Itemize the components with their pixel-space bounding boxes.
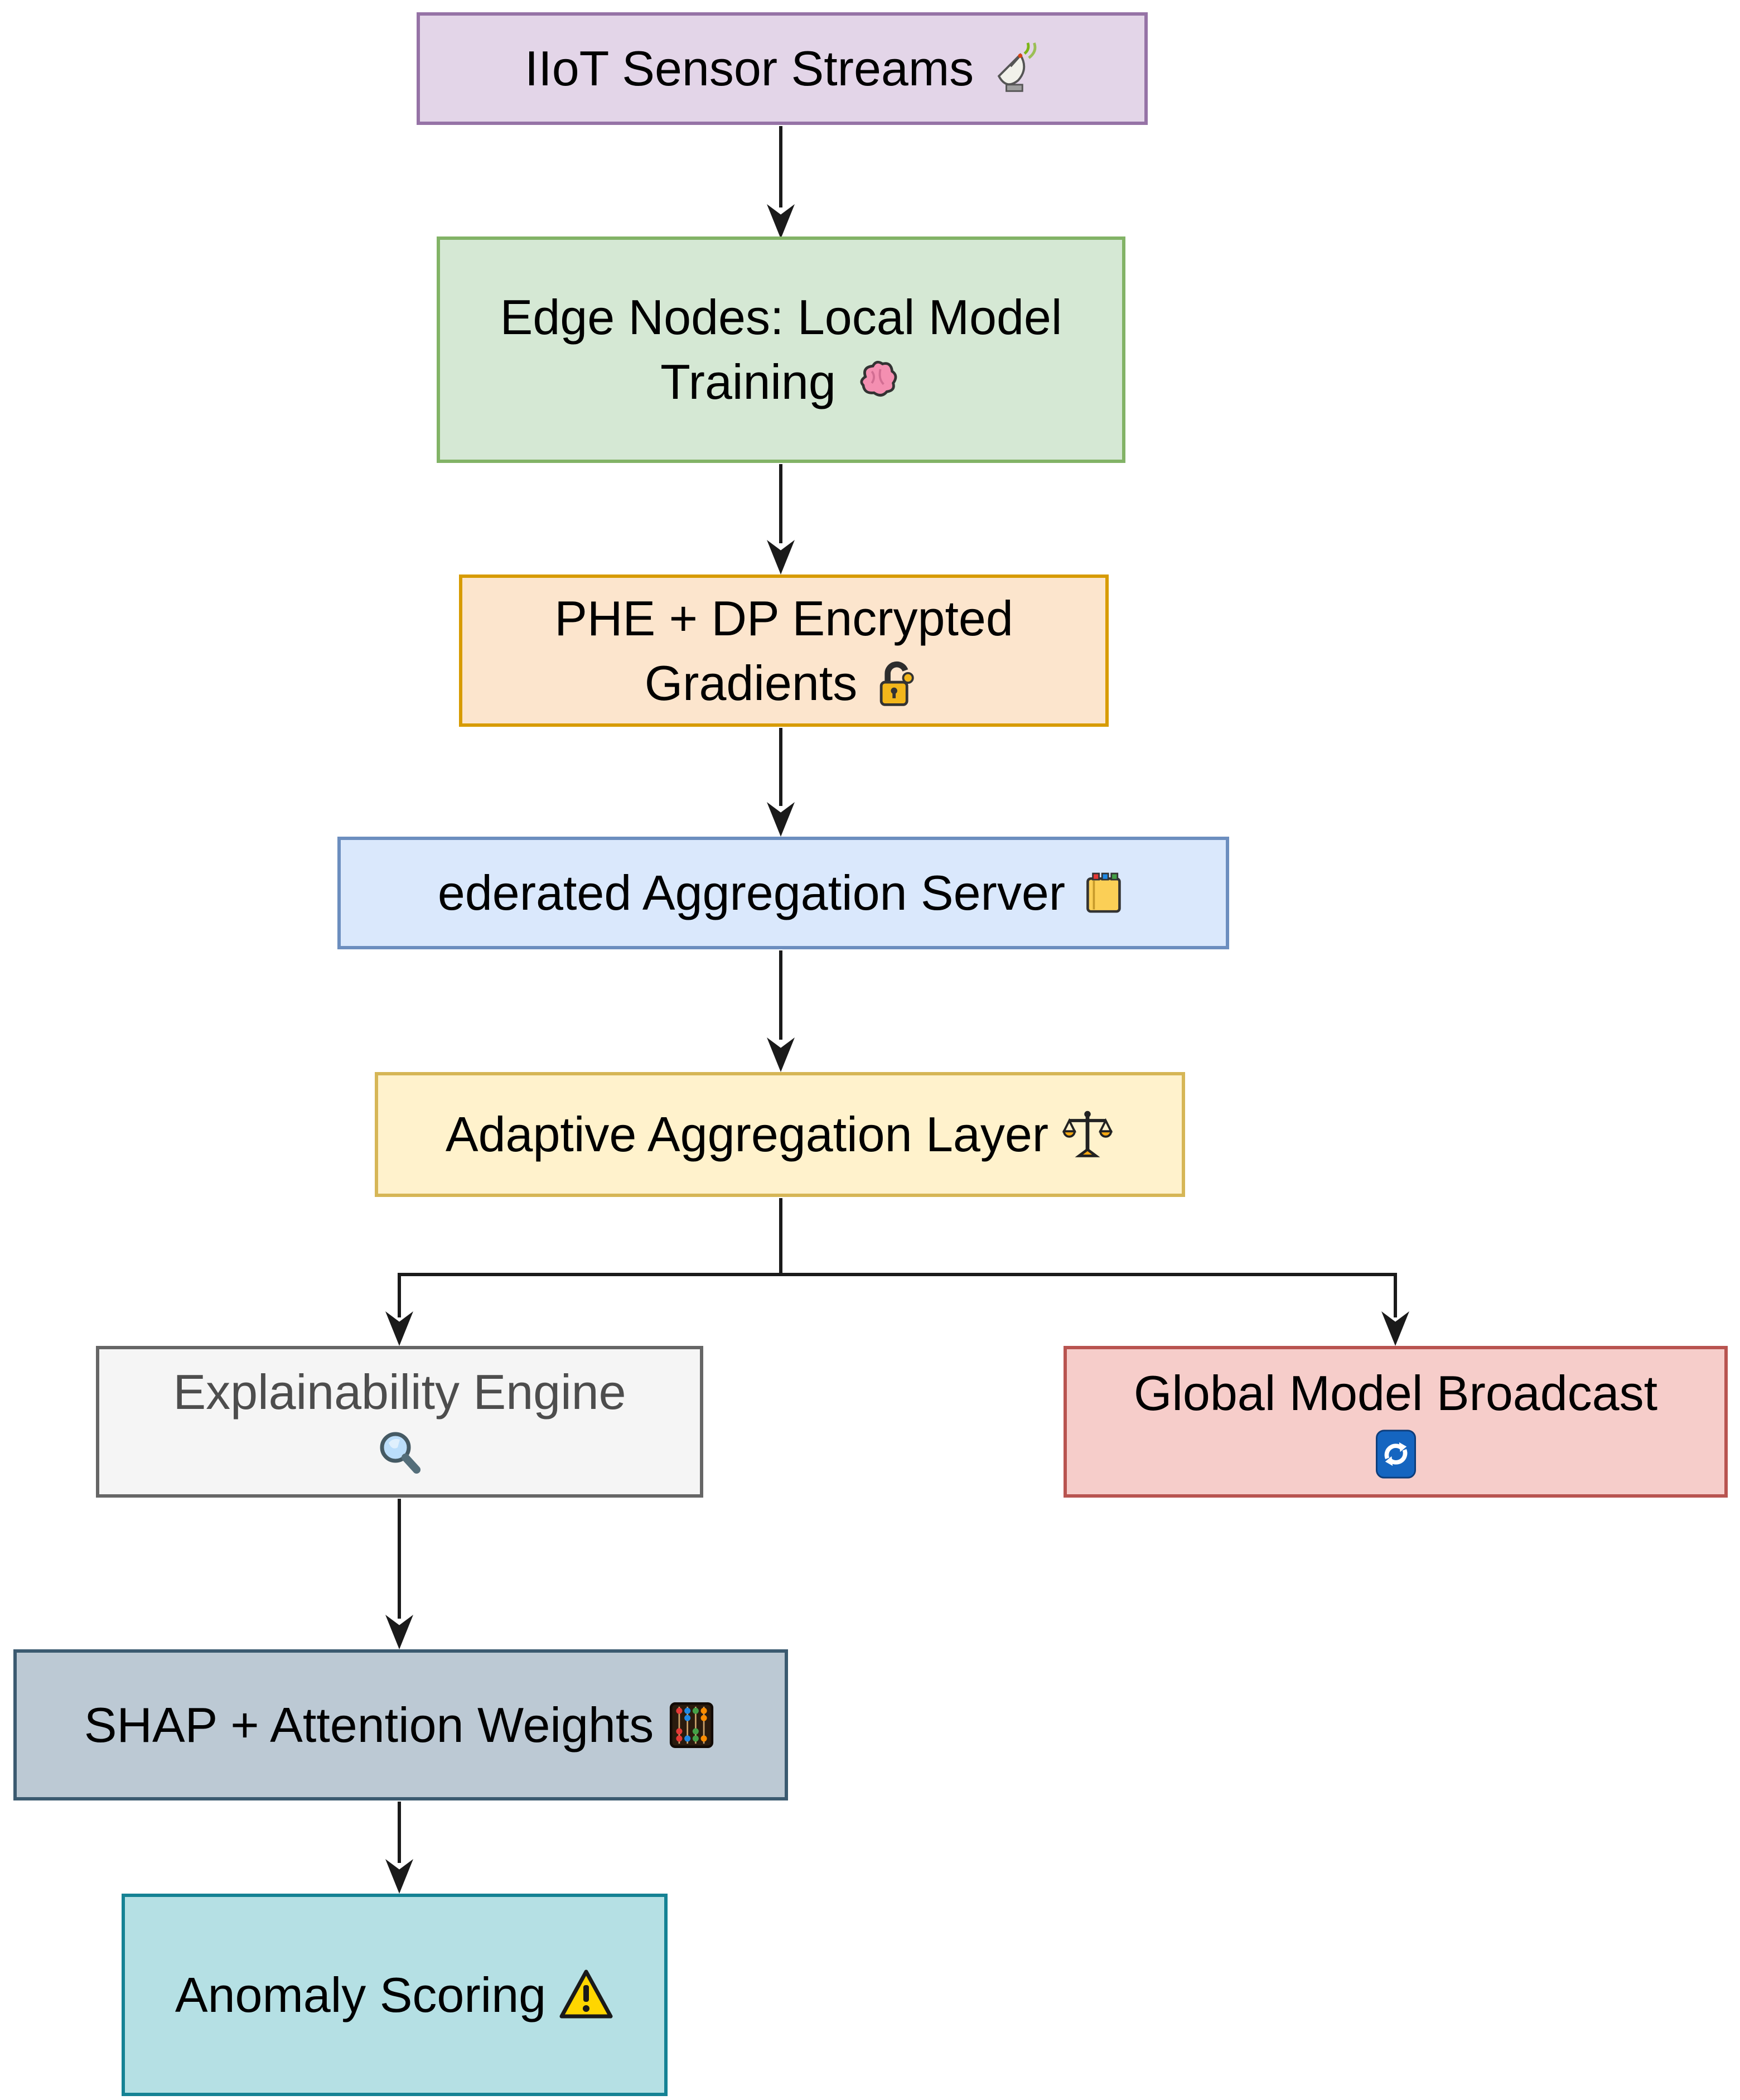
- node-label-line2: Training: [660, 354, 836, 409]
- node-federated-aggregation-server: ederated Aggregation Server: [337, 837, 1229, 949]
- arrowhead-icon: [767, 802, 795, 837]
- branch-stem-line: [779, 1198, 782, 1276]
- node-anomaly-scoring: Anomaly Scoring: [122, 1894, 668, 2096]
- arrowhead-icon: [385, 1615, 413, 1649]
- node-label-line2: Gradients: [644, 655, 858, 711]
- branch-horizontal-line: [398, 1273, 1397, 1276]
- node-phe-dp-encrypted-gradients: PHE + DP Encrypted Gradients: [459, 575, 1109, 727]
- node-global-model-broadcast: Global Model Broadcast: [1064, 1346, 1728, 1498]
- edge-line-explainability-to-shap: [398, 1499, 401, 1619]
- arrowhead-icon: [385, 1859, 413, 1894]
- edge-line-iiot-to-edge: [779, 126, 782, 207]
- arrowhead-icon: [767, 540, 795, 575]
- node-label-line1: Edge Nodes: Local Model: [500, 289, 1062, 345]
- refresh-arrows-icon: [1375, 1430, 1416, 1479]
- open-padlock-icon: [879, 661, 914, 706]
- ledger-icon: [1086, 872, 1121, 913]
- node-label: Adaptive Aggregation Layer: [445, 1107, 1049, 1162]
- node-iiot-sensor-streams: IIoT Sensor Streams: [417, 12, 1148, 125]
- node-shap-attention-weights: SHAP + Attention Weights: [13, 1649, 788, 1800]
- brain-icon: [860, 360, 897, 397]
- node-edge-nodes-local-model-training: Edge Nodes: Local Model Training: [437, 236, 1125, 463]
- node-label: Explainability Engine: [173, 1364, 626, 1420]
- edge-line-federated-to-adaptive: [779, 950, 782, 1040]
- warning-triangle-icon: [559, 1969, 613, 2018]
- node-label: Anomaly Scoring: [175, 1967, 547, 2022]
- node-label: Global Model Broadcast: [1133, 1365, 1658, 1421]
- edge-line-edge-to-phe: [779, 464, 782, 543]
- node-label: SHAP + Attention Weights: [84, 1697, 654, 1753]
- arrowhead-icon: [767, 1037, 795, 1072]
- abacus-icon: [670, 1702, 714, 1748]
- edge-line-adaptive-to-explainability: [398, 1273, 401, 1317]
- node-label-line1: PHE + DP Encrypted: [554, 590, 1013, 646]
- arrowhead-icon: [767, 204, 795, 239]
- edge-line-shap-to-anomaly: [398, 1802, 401, 1863]
- node-label: IIoT Sensor Streams: [524, 41, 974, 96]
- node-explainability-engine: Explainability Engine: [96, 1346, 703, 1498]
- satellite-antenna-icon: [997, 42, 1037, 92]
- node-adaptive-aggregation-layer: Adaptive Aggregation Layer: [375, 1072, 1185, 1197]
- edge-line-phe-to-federated: [779, 728, 782, 806]
- magnifying-glass-icon: [380, 1432, 420, 1474]
- edge-line-adaptive-to-broadcast: [1394, 1273, 1397, 1317]
- balance-scale-icon: [1062, 1111, 1113, 1157]
- node-label: ederated Aggregation Server: [437, 865, 1066, 920]
